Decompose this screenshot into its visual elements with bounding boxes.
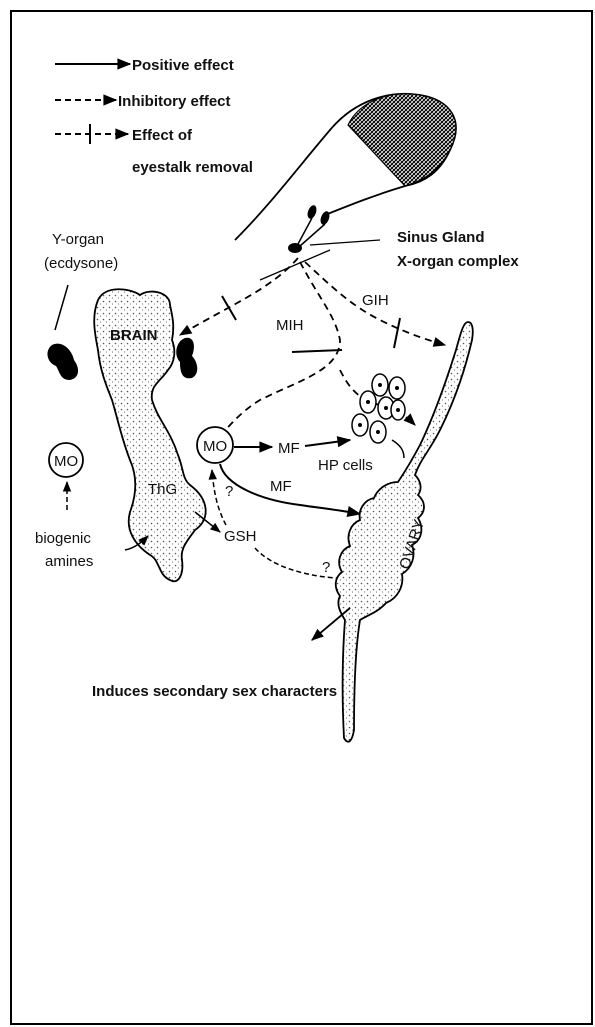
biogenic-label: biogenic <box>35 530 91 547</box>
brain-label: BRAIN <box>110 327 158 344</box>
gih-label: GIH <box>362 292 389 309</box>
legend: Positive effect Inhibitory effect Effect… <box>55 57 253 176</box>
mih-label: MIH <box>276 317 304 334</box>
question-mark-2: ? <box>322 559 330 576</box>
legend-removal-label-1: Effect of <box>132 127 193 144</box>
mf-to-hp-arrow <box>305 440 350 446</box>
y-organ-left <box>47 344 78 380</box>
amines-label: amines <box>45 553 93 570</box>
legend-removal-label-2: eyestalk removal <box>132 159 253 176</box>
gsh-label: GSH <box>224 528 257 545</box>
mo-center-label: MO <box>203 438 227 455</box>
mo-left-label: MO <box>54 453 78 470</box>
sinus-gland-blob <box>288 243 302 253</box>
legend-positive-label: Positive effect <box>132 57 234 74</box>
question-mark-1: ? <box>225 483 233 500</box>
mih-removal-tick <box>222 296 236 320</box>
induces-label: Induces secondary sex characters <box>92 683 337 700</box>
y-organ-pointer <box>55 285 68 330</box>
hp-cells-label: HP cells <box>318 457 373 474</box>
gih-removal-tick <box>394 318 400 348</box>
mo-removal-tick <box>292 350 342 352</box>
y-organ-label: Y-organ <box>52 231 104 248</box>
ecdysone-label: (ecdysone) <box>44 255 118 272</box>
sinus-gland-label: Sinus Gland <box>397 229 485 246</box>
gsh-to-mo-arrow <box>212 470 226 525</box>
x-organ-label: X-organ complex <box>397 253 519 270</box>
sinus-gland-pointer <box>310 240 380 245</box>
mf-bottom-label: MF <box>270 478 292 495</box>
mf-top-label: MF <box>278 440 300 457</box>
y-organ-right <box>176 338 197 379</box>
legend-inhibitory-label: Inhibitory effect <box>118 93 231 110</box>
thg-label: ThG <box>148 481 177 498</box>
hp-cells-cluster <box>352 374 405 443</box>
